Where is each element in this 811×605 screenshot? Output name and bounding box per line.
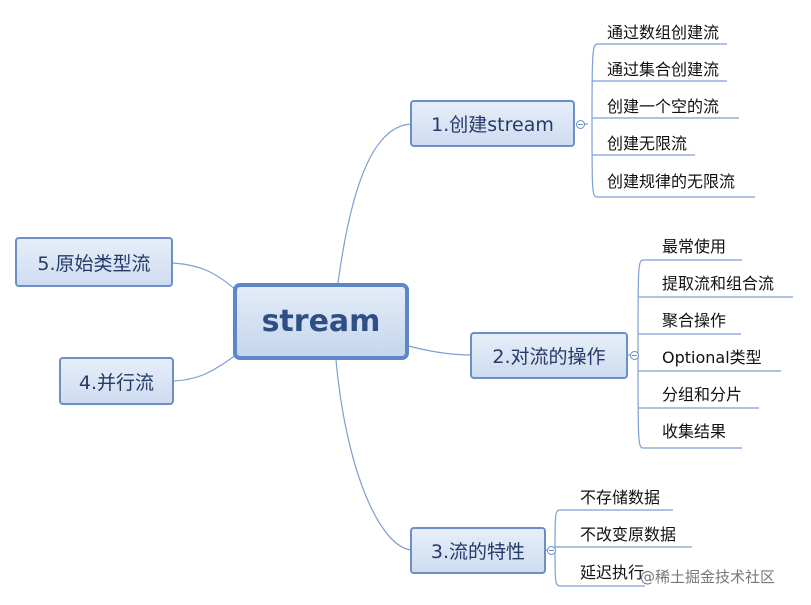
branch-stream-operations[interactable]: 2.对流的操作 xyxy=(470,332,628,379)
leaf-no-mutation[interactable]: 不改变原数据 xyxy=(580,525,677,544)
watermark: @稀土掘金技术社区 xyxy=(640,568,776,586)
collapse-toggle-traits[interactable] xyxy=(547,546,556,555)
leaf-extract-combine[interactable]: 提取流和组合流 xyxy=(662,274,775,293)
branch-stream-traits[interactable]: 3.流的特性 xyxy=(410,527,546,574)
central-topic[interactable]: stream xyxy=(233,283,409,360)
leaf-create-empty[interactable]: 创建一个空的流 xyxy=(607,97,720,116)
leaf-group-partition[interactable]: 分组和分片 xyxy=(662,385,743,404)
leaf-create-patterned-infinite[interactable]: 创建规律的无限流 xyxy=(607,172,736,191)
leaf-aggregate[interactable]: 聚合操作 xyxy=(662,311,727,330)
leaf-optional-type[interactable]: Optional类型 xyxy=(662,348,762,367)
branch-create-stream[interactable]: 1.创建stream xyxy=(410,100,575,147)
leaf-create-infinite[interactable]: 创建无限流 xyxy=(607,134,688,153)
leaf-collect-results[interactable]: 收集结果 xyxy=(662,422,727,441)
collapse-toggle-ops[interactable] xyxy=(630,351,639,360)
branch-parallel-stream[interactable]: 4.并行流 xyxy=(59,357,174,405)
leaf-create-from-array[interactable]: 通过数组创建流 xyxy=(607,23,720,42)
collapse-toggle-create[interactable] xyxy=(576,120,585,129)
leaf-common-use[interactable]: 最常使用 xyxy=(662,237,727,256)
branch-primitive-stream[interactable]: 5.原始类型流 xyxy=(15,237,173,287)
leaf-no-storage[interactable]: 不存储数据 xyxy=(580,488,661,507)
leaf-create-from-collection[interactable]: 通过集合创建流 xyxy=(607,60,720,79)
leaf-lazy-execution[interactable]: 延迟执行 xyxy=(580,563,645,582)
